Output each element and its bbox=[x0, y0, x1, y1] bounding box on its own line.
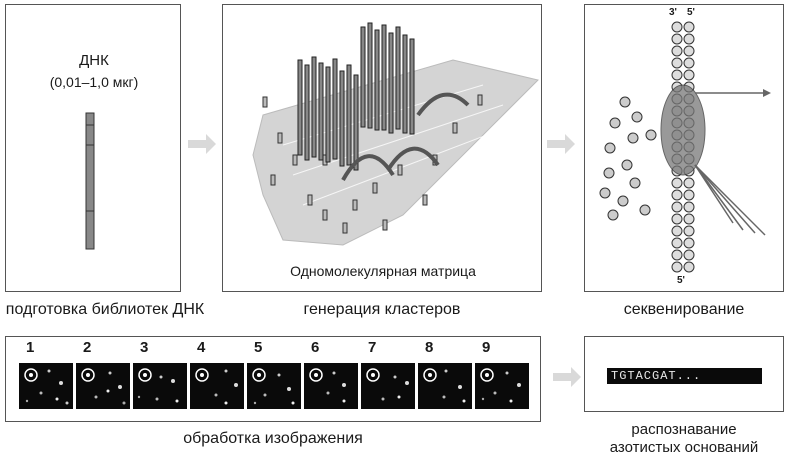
flow-arrow-icon bbox=[553, 367, 581, 387]
basecalling-panel: TGTACGAT... bbox=[584, 336, 784, 412]
image-frame bbox=[190, 363, 244, 409]
sequencing-panel: 3' 5' 5' bbox=[584, 4, 784, 292]
image-frame bbox=[361, 363, 415, 409]
library-caption: подготовка библиотек ДНК bbox=[5, 301, 205, 318]
sequencing-illustration bbox=[599, 21, 771, 273]
strand-label-5prime-top: 5' bbox=[687, 7, 695, 18]
frame-number: 5 bbox=[254, 339, 263, 356]
sequencing-caption: секвенирование bbox=[623, 301, 745, 318]
strand-label-5prime-bottom: 5' bbox=[677, 275, 685, 286]
imaging-caption: обработка изображения bbox=[183, 430, 363, 447]
flow-cell-illustration bbox=[252, 22, 539, 246]
image-frame bbox=[475, 363, 529, 409]
clusters-panel: Одномолекулярная матрица bbox=[222, 4, 542, 292]
image-frame bbox=[304, 363, 358, 409]
single-molecule-array-label: Одномолекулярная матрица bbox=[290, 263, 476, 279]
frame-number: 4 bbox=[197, 339, 206, 356]
dna-amount: (0,01–1,0 мкг) bbox=[49, 74, 139, 90]
imaging-panel: 1 2 3 4 5 6 7 8 9 bbox=[5, 336, 541, 422]
basecalling-caption-line1: распознавание bbox=[631, 421, 737, 438]
flow-arrow-icon bbox=[188, 134, 216, 154]
frame-number: 2 bbox=[83, 339, 92, 356]
dna-label: ДНК bbox=[79, 52, 109, 69]
sequence-text: TGTACGAT... bbox=[611, 369, 702, 383]
frame-number: 9 bbox=[482, 339, 491, 356]
strand-label-3prime-top: 3' bbox=[669, 7, 677, 18]
frame-number: 8 bbox=[425, 339, 434, 356]
image-frame bbox=[133, 363, 187, 409]
frame-number: 3 bbox=[140, 339, 149, 356]
frame-number: 6 bbox=[311, 339, 320, 356]
image-frame bbox=[418, 363, 472, 409]
image-frame bbox=[247, 363, 301, 409]
library-panel: ДНК (0,01–1,0 мкг) bbox=[5, 4, 181, 292]
sequence-readout: TGTACGAT... bbox=[607, 368, 762, 384]
clusters-caption: генерация кластеров bbox=[303, 301, 461, 318]
image-frame bbox=[19, 363, 73, 409]
frame-number: 1 bbox=[26, 339, 35, 356]
basecalling-caption-line2: азотистых оснований bbox=[609, 439, 759, 456]
image-frame bbox=[76, 363, 130, 409]
frame-number: 7 bbox=[368, 339, 377, 356]
flow-arrow-icon bbox=[547, 134, 575, 154]
dna-fragment-illustration bbox=[85, 112, 95, 250]
